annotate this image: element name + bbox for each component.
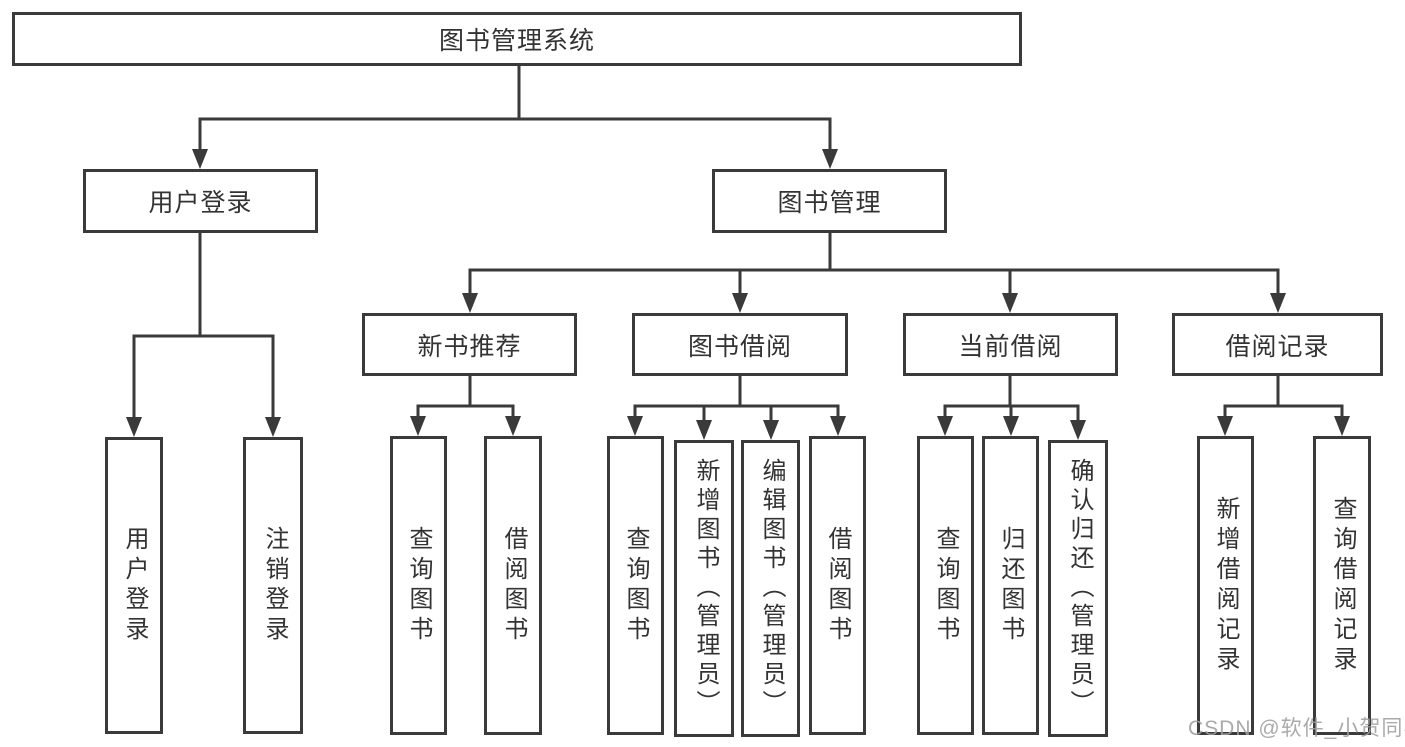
node-new-book-recommend: 新书推荐 xyxy=(362,313,577,376)
leaf-query-books-current: 查询图书 xyxy=(917,436,974,735)
leaf-user-login: 用户登录 xyxy=(105,437,163,734)
watermark: CSDN @软件_小贺同学 xyxy=(1188,717,1405,740)
node-borrow-records: 借阅记录 xyxy=(1172,313,1383,376)
leaf-edit-book-admin: 编辑图书（管理员） xyxy=(741,440,800,737)
leaf-borrow-books-borrowing: 借阅图书 xyxy=(809,436,866,735)
leaf-logout: 注销登录 xyxy=(243,437,303,734)
node-book-borrowing: 图书借阅 xyxy=(632,313,848,376)
node-library-system: 图书管理系统 xyxy=(12,12,1022,66)
leaf-query-books-recommend: 查询图书 xyxy=(390,436,447,735)
leaf-confirm-return-admin: 确认归还（管理员） xyxy=(1048,440,1108,737)
leaf-borrow-books-recommend: 借阅图书 xyxy=(484,436,542,735)
node-book-management: 图书管理 xyxy=(712,169,947,233)
node-current-borrowing: 当前借阅 xyxy=(903,313,1118,376)
leaf-add-book-admin: 新增图书（管理员） xyxy=(674,440,734,737)
leaf-query-borrow-record: 查询借阅记录 xyxy=(1313,436,1371,735)
leaf-return-books: 归还图书 xyxy=(982,436,1039,735)
leaf-add-borrow-record: 新增借阅记录 xyxy=(1197,436,1254,735)
leaf-query-books-borrowing: 查询图书 xyxy=(607,436,664,735)
node-user-login: 用户登录 xyxy=(83,169,318,233)
